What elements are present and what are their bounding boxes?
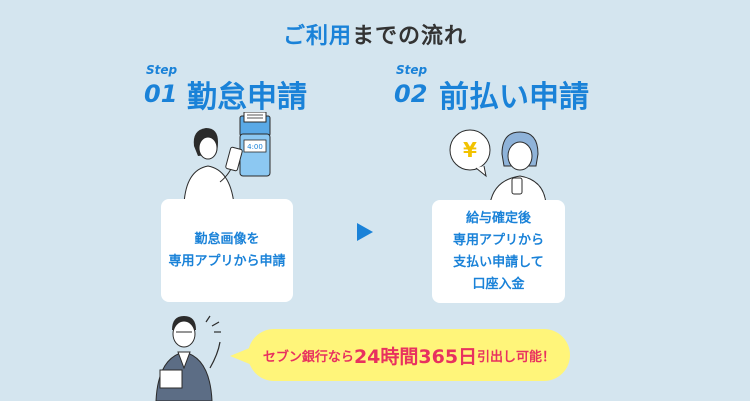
bubble-text-highlight: 24時間365日 xyxy=(353,345,478,368)
step-02-card-line: 口座入金 xyxy=(472,276,525,292)
page-title: ご利用までの流れ xyxy=(0,18,750,50)
step-02-title: 前払い申請 xyxy=(439,80,589,115)
woman-with-phone-illustration: 4:00 xyxy=(183,112,271,204)
speech-bubble-tail xyxy=(230,347,252,365)
step-02-card: 給与確定後 専用アプリから 支払い申請して 口座入金 xyxy=(432,200,565,303)
yen-icon: ¥ xyxy=(463,138,477,162)
bubble-text-part3: 引出し可能！ xyxy=(477,349,556,365)
step-01-word: Step xyxy=(146,63,178,77)
businessman-illustration xyxy=(155,315,221,401)
step-01-number: 01 xyxy=(144,80,178,108)
step-02-word: Step xyxy=(396,63,428,77)
bubble-text-part1: セブン銀行なら xyxy=(262,349,354,365)
woman-with-yen-illustration: ¥ xyxy=(449,129,546,204)
next-arrow-icon xyxy=(357,223,373,241)
step-02-card-line: 専用アプリから xyxy=(452,232,544,248)
page-title-rest: までの流れ xyxy=(352,24,468,49)
timecard-screen-text: 4:00 xyxy=(247,143,263,151)
step-02-card-line: 支払い申請して xyxy=(453,254,544,270)
step-02-card-line: 給与確定後 xyxy=(465,210,531,226)
step-01-card-line: 勤怠画像を xyxy=(194,231,260,247)
step-01-card-line: 専用アプリから申請 xyxy=(168,253,286,269)
step-02-number: 02 xyxy=(394,80,428,108)
step-01-title: 勤怠申請 xyxy=(187,80,307,115)
step-01-card: 勤怠画像を 専用アプリから申請 xyxy=(161,199,293,302)
page-title-accent: ご利用 xyxy=(282,24,352,49)
